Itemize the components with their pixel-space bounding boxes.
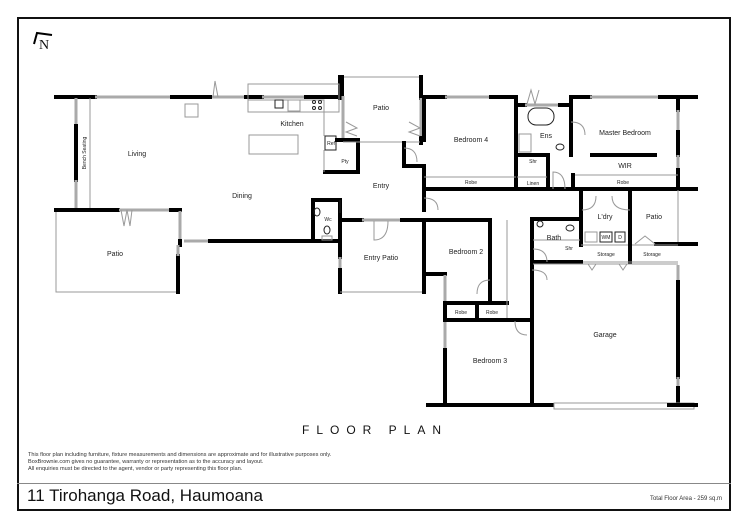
disclaimer-line-2: BoxBrownie.com gives no guarantee, warra… <box>28 459 264 465</box>
room-label-master-bedroom: Master Bedroom <box>599 130 651 137</box>
room-label-storage-2: Storage <box>643 252 661 258</box>
total-floor-area: Total Floor Area - 259 sq.m <box>649 496 722 502</box>
disclaimer-line-1: This floor plan including furniture, fix… <box>28 452 332 458</box>
room-label-garage: Garage <box>593 332 616 339</box>
plan-frame <box>17 17 731 511</box>
disclaimer-line-3: All enquiries must be directed to the ag… <box>28 466 243 472</box>
room-label-bedroom4: Bedroom 4 <box>454 137 488 144</box>
room-label-wc: Wc <box>324 217 332 223</box>
appliance-label-wm: WM <box>602 235 611 241</box>
room-label-kitchen: Kitchen <box>280 121 303 128</box>
room-label-linen: Linen <box>527 181 539 187</box>
room-label-patio-right: Patio <box>646 214 662 221</box>
svg-text:N: N <box>39 38 49 52</box>
room-label-shr-bath: Shr <box>565 246 573 252</box>
room-label-robe-master: Robe <box>617 180 629 186</box>
room-label-pty: Pty <box>341 159 349 165</box>
room-label-laundry: L'dry <box>598 214 613 221</box>
room-label-robe-bedroom2-a: Robe <box>455 310 467 316</box>
room-label-wir: WIR <box>618 163 632 170</box>
room-label-bench-seating: Bench Seating <box>82 137 88 170</box>
room-label-robe-bedroom4: Robe <box>465 180 477 186</box>
room-label-entry: Entry <box>373 183 390 190</box>
room-label-living: Living <box>128 151 146 158</box>
room-label-ref: Ref <box>327 141 335 147</box>
footer-divider <box>17 483 731 484</box>
room-label-entry-patio: Entry Patio <box>364 255 398 262</box>
room-label-storage-1: Storage <box>597 252 615 258</box>
room-label-bedroom2: Bedroom 2 <box>449 249 483 256</box>
room-label-patio-left: Patio <box>107 251 123 258</box>
room-label-bath: Bath <box>547 235 562 242</box>
property-address: 11 Tirohanga Road, Haumoana <box>27 486 263 505</box>
room-label-ens: Ens <box>540 133 553 140</box>
floor-plan-drawing: Living Kitchen Dining Bench Seating Pati… <box>54 75 698 410</box>
plan-title: FLOOR PLAN <box>301 423 449 437</box>
room-label-patio-top: Patio <box>373 105 389 112</box>
appliance-label-dryer: D <box>618 235 622 241</box>
north-arrow-icon: N <box>33 31 53 52</box>
room-label-shr-ens: Shr <box>529 159 537 165</box>
room-label-bedroom3: Bedroom 3 <box>473 358 507 365</box>
room-label-dining: Dining <box>232 193 252 200</box>
room-label-robe-bedroom2-b: Robe <box>486 310 498 316</box>
disclaimer: This floor plan including furniture, fix… <box>28 452 331 473</box>
